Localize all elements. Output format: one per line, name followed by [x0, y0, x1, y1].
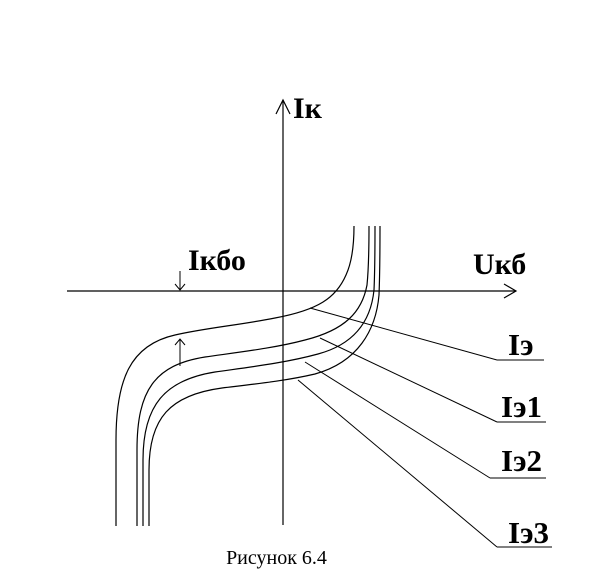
leader-ie [309, 307, 498, 361]
leader-ie1 [319, 337, 498, 423]
marker-label: Iкбо [188, 244, 246, 277]
curve-ie1 [136, 225, 370, 526]
curve-ie2 [142, 225, 376, 526]
x-axis-label: Uкб [473, 248, 526, 281]
figure-caption: Рисунок 6.4 [226, 547, 327, 569]
marker-arrow-down-head [174, 283, 186, 291]
leader-ie2 [304, 361, 491, 479]
y-axis-arrow [275, 98, 291, 115]
curve-ie3 [148, 225, 381, 526]
x-axis-arrow [503, 283, 518, 299]
curve-label-ie: Iэ [508, 327, 533, 362]
curve-label-ie1: Iэ1 [501, 389, 542, 424]
curve-ie [115, 225, 355, 526]
leader-ie3 [297, 379, 498, 548]
curve-label-ie2: Iэ2 [501, 443, 542, 478]
curve-label-ie3: Iэ3 [508, 515, 549, 550]
y-axis-label: Iк [293, 92, 323, 125]
marker-arrow-up-head [174, 338, 186, 346]
